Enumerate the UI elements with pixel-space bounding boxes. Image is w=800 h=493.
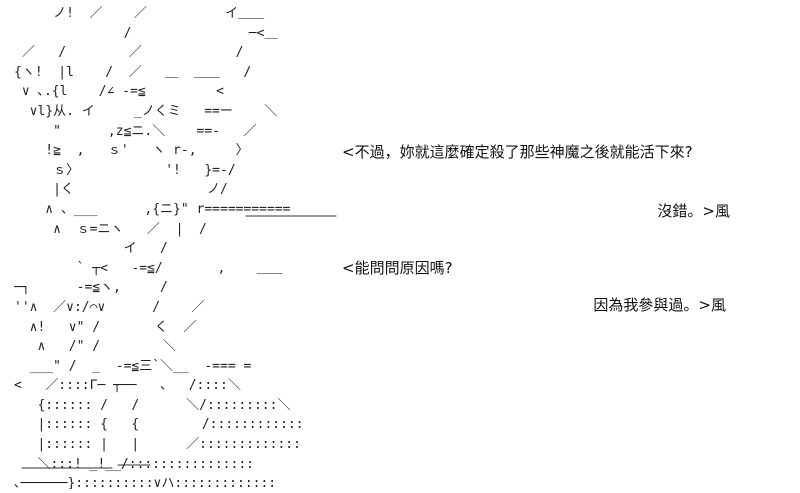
dialogue-line-2: 沒錯。>風 — [657, 202, 730, 220]
dialogue-line-1: <不過，妳就這麼確定殺了那些神魔之後就能活下來? — [342, 143, 693, 161]
dialogue-line-4: 因為我參與過。>風 — [593, 296, 726, 314]
dialogue-line-3: <能問問原因嗎? — [342, 259, 453, 277]
ascii-art: ノ! ／ ／ イ＿＿ / ─<＿ ／ / ／ / {ヽ! |l / ／ ＿ ＿＿… — [14, 6, 304, 489]
